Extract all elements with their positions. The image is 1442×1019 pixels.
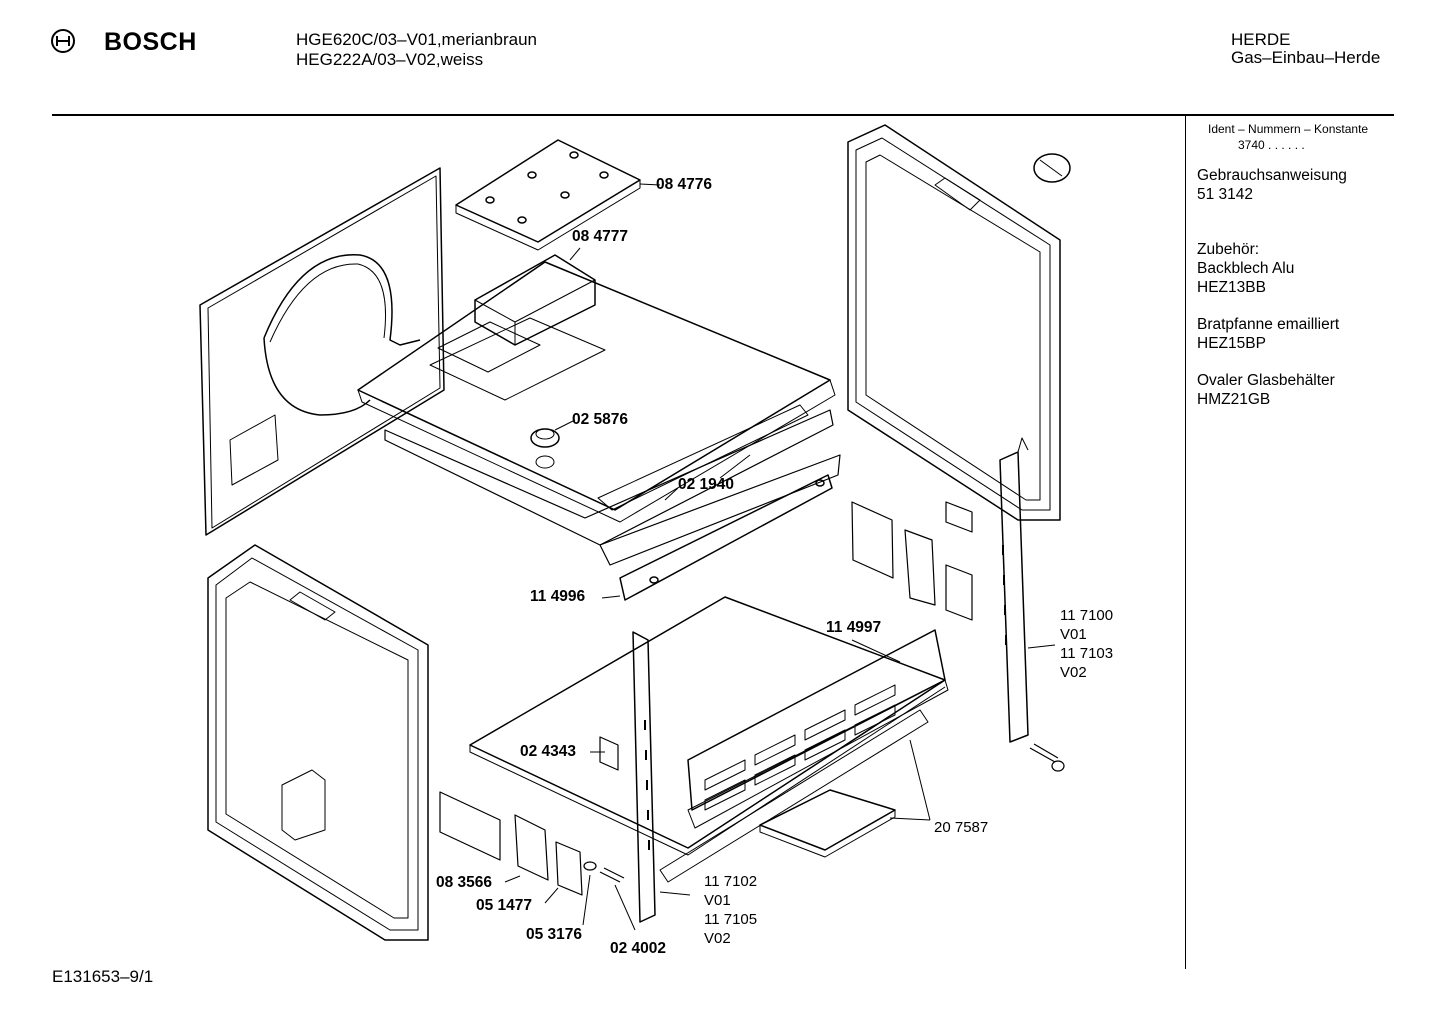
ceiling-plate <box>357 254 836 523</box>
accessory-code: HEZ13BB <box>1197 279 1266 296</box>
leader-lines <box>504 183 1056 931</box>
hardware-parts <box>439 501 1065 896</box>
brand-name: BOSCH <box>104 28 197 56</box>
accessory-code: HMZ21GB <box>1197 391 1271 408</box>
bottom-tray <box>469 596 946 883</box>
rail-left-label: V02 <box>704 930 731 947</box>
side-panel-right <box>847 124 1071 521</box>
side-panel-left <box>207 544 429 941</box>
manual-label: Gebrauchsanweisung <box>1197 167 1347 184</box>
header-rule <box>52 114 1394 116</box>
back-panel <box>199 167 445 536</box>
accessory-name: Bratpfanne emailliert <box>1197 316 1340 333</box>
part-label: 05 3176 <box>526 926 583 943</box>
rail-right-label: V02 <box>1060 664 1087 681</box>
rail-left-label: 11 7105 <box>704 911 758 928</box>
bosch-logo <box>50 28 76 59</box>
part-label: 08 4776 <box>656 176 713 193</box>
manual-number: 51 3142 <box>1197 186 1254 203</box>
strip-part <box>619 474 833 601</box>
part-label: 11 4996 <box>530 588 586 605</box>
part-label: 20 7587 <box>934 819 989 836</box>
front-grille <box>687 629 949 829</box>
ident-label: Ident – Nummern – Konstante <box>1208 122 1369 136</box>
document-number: E131653–9/1 <box>52 967 154 986</box>
ident-value: 3740 . . . . . . <box>1238 138 1305 152</box>
top-plate-part <box>455 139 641 251</box>
part-label: 05 1477 <box>476 897 533 914</box>
perforated-plate <box>759 789 896 858</box>
rail-left <box>632 631 656 923</box>
bosch-armature-icon <box>51 29 75 53</box>
rail-left-label: V01 <box>704 892 731 909</box>
subcategory: Gas–Einbau–Herde <box>1231 48 1381 67</box>
part-label: 02 1940 <box>678 476 735 493</box>
exploded-parts-diagram <box>199 124 1071 941</box>
category: HERDE <box>1231 30 1291 49</box>
part-label: 11 4997 <box>826 619 882 636</box>
rail-right-label: V01 <box>1060 626 1087 643</box>
model-line-1: HGE620C/03–V01,merianbraun <box>296 30 537 49</box>
accessory-code: HEZ15BP <box>1197 335 1266 352</box>
rail-left-label: 11 7102 <box>704 873 758 890</box>
accessory-name: Backblech Alu <box>1197 260 1295 277</box>
tray-plate <box>384 404 841 566</box>
part-label: 02 4343 <box>520 743 577 760</box>
rail-right-label: 11 7100 <box>1060 607 1114 624</box>
model-line-2: HEG222A/03–V02,weiss <box>296 50 484 69</box>
part-label: 02 5876 <box>572 411 629 428</box>
rail-right <box>999 437 1029 743</box>
accessories-title: Zubehör: <box>1197 241 1260 258</box>
part-label: 02 4002 <box>610 940 667 957</box>
part-label: 08 3566 <box>436 874 493 891</box>
rail-right-label: 11 7103 <box>1060 645 1114 662</box>
sidebar-rule <box>1185 116 1186 969</box>
part-label: 08 4777 <box>572 228 629 245</box>
accessory-name: Ovaler Glasbehälter <box>1197 372 1335 389</box>
